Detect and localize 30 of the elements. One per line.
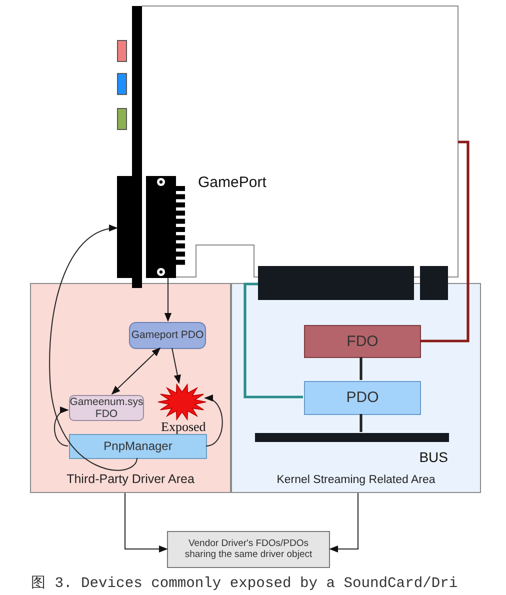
burst-label: Exposed <box>161 419 206 435</box>
bus-bar <box>255 433 449 442</box>
connector-label: GamePort <box>198 174 266 191</box>
arrow <box>204 396 223 446</box>
gameport-connector <box>146 176 186 278</box>
arrow <box>54 408 69 446</box>
arrow <box>49 225 138 471</box>
arrow <box>164 278 172 322</box>
process-box: FDO <box>304 325 421 358</box>
process-box: Gameport PDO <box>129 322 206 349</box>
process-box: Gameenum.sys FDO <box>69 395 144 421</box>
area-label: Third-Party Driver Area <box>66 472 196 486</box>
connector-line <box>360 414 362 432</box>
driver-area-panel <box>231 283 481 493</box>
connector-line <box>244 282 303 398</box>
figure-caption: 图 3. Devices commonly exposed by a SoundCard/Dri <box>31 574 458 592</box>
process-box: PnpManager <box>69 434 207 459</box>
arrow <box>329 492 358 553</box>
process-box: PDO <box>304 381 421 415</box>
bus-label: BUS <box>418 449 448 465</box>
arrow <box>172 348 181 384</box>
bus-connector <box>258 266 448 300</box>
burst-shape <box>158 384 206 420</box>
connector-line <box>360 357 362 380</box>
arrow <box>111 347 161 395</box>
arrow <box>124 492 168 553</box>
connector-line <box>420 140 470 342</box>
driver-area-panel <box>30 283 231 493</box>
area-label: Kernel Streaming Related Area <box>276 474 436 486</box>
process-box: Vendor Driver's FDOs/PDOs sharing the same driver object <box>167 531 330 568</box>
